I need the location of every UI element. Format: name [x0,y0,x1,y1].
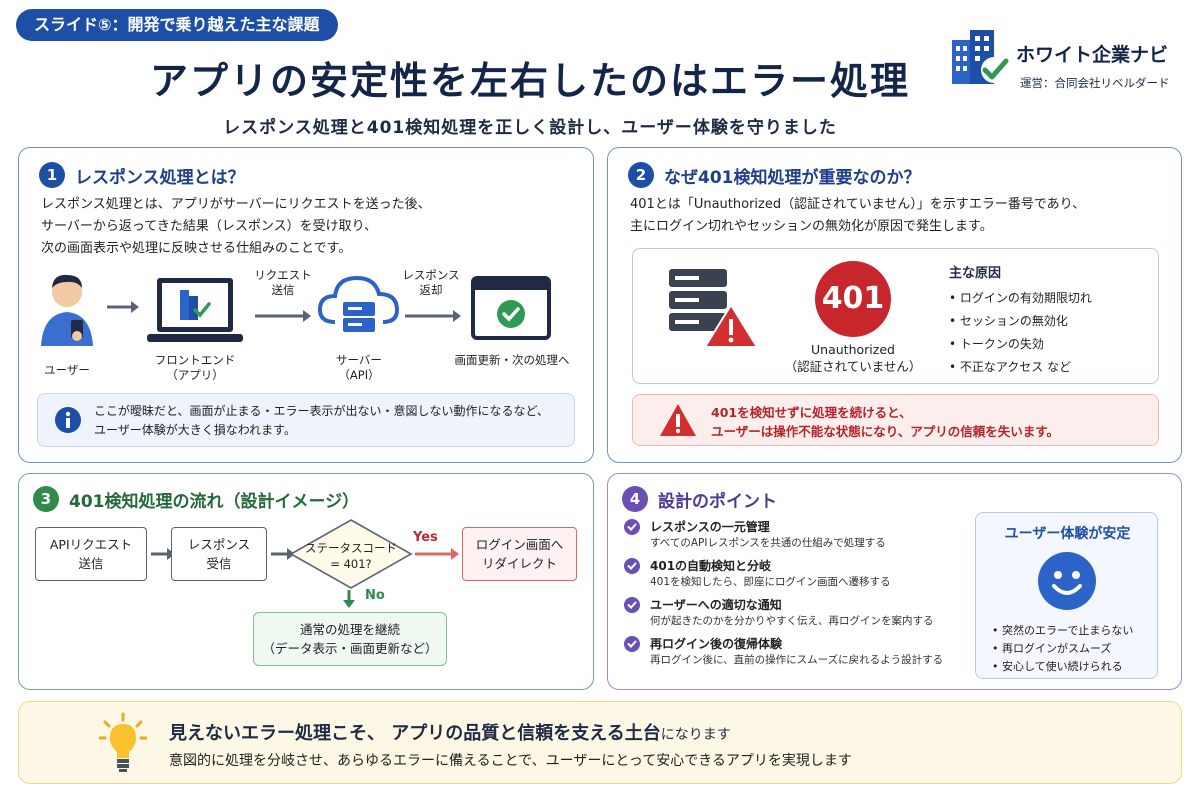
ux-item: • 突然のエラーで止まらない [992,624,1134,637]
cause-item: • 不正なアクセス など [949,360,1072,374]
laptop-icon [147,278,243,342]
frontend-label: フロントエンド（アプリ） [154,353,236,382]
flow-step-continue: 通常の処理を継続（データ表示・画面更新など） [253,612,447,666]
user-label: ユーザー [44,363,90,377]
warning-icon [660,404,696,436]
error-401-badge: 401 [815,261,891,337]
key-message-main: 見えないエラー処理こそ、 アプリの品質と信頼を支える土台になります [169,723,731,744]
arrow-icon [415,548,459,560]
section-description: レスポンス処理とは、アプリがサーバーにリクエストを送った後、 サーバーから返って… [41,197,431,256]
section-number: 1 [39,162,65,188]
ux-item: • 安心して使い続けられる [992,660,1123,673]
lightbulb-icon [99,712,147,772]
section-title: レスポンス処理とは？ [75,167,245,188]
arrow-icon [255,310,311,322]
key-message: 見えないエラー処理こそ、 アプリの品質と信頼を支える土台になります 意図的に処理… [18,701,1182,784]
unauthorized-caption: Unauthorized（認証されていません） [784,342,922,374]
flow-step-login-redirect: ログイン画面へリダイレクト [462,527,577,581]
ux-title: ユーザー体験が安定 [1004,526,1131,542]
section-header: 2 なぜ401検知処理が重要なのか？ [628,162,921,188]
cause-box: 401 Unauthorized（認証されていません） 主な原因 • ログインの… [632,248,1159,384]
section-number: 4 [622,486,648,512]
section-title: なぜ401検知処理が重要なのか？ [664,167,921,188]
brand-name: ホワイト企業ナビ [1016,44,1169,66]
section-401-importance: 2 なぜ401検知処理が重要なのか？ 401とは「Unauthorized（認証… [607,147,1182,463]
arrow-icon [107,301,139,313]
section-header: 4 設計のポイント [622,486,777,512]
brand: ホワイト企業ナビ 運営：合同会社リベルダード [948,22,1188,102]
check-circle-icon [624,519,640,535]
page-subtitle: レスポンス処理と401検知処理を正しく設計し、ユーザー体験を守りました [223,118,837,138]
decision-label: ステータスコード= 401? [305,541,397,571]
key-message-sub: 意図的に処理を分岐させ、あらゆるエラーに備えることで、ユーザーにとって安心できる… [169,753,852,769]
info-note: ここが曖昧だと、画面が止まる・エラー表示が出ない・意図しない動作になるなど、ユー… [37,393,575,447]
brand-operator: 運営：合同会社リベルダード [1020,76,1170,90]
section-title: 設計のポイント [658,491,777,512]
brand-logo-icon [952,30,1009,84]
section-design-points: 4 設計のポイント レスポンスの一元管理 すべてのAPIレスポンスを共通の仕組み… [607,473,1182,690]
flow-step-api-request: APIリクエスト送信 [35,527,147,581]
decision-diamond [289,519,413,589]
yes-label: Yes [413,530,438,545]
section-401-flow: 3 401検知処理の流れ（設計イメージ） APIリクエスト送信 レスポンス受信 … [18,473,594,690]
section-number: 3 [33,486,59,512]
flow-step-response-received: レスポンス受信 [171,527,267,581]
no-label: No [365,588,385,603]
browser-check-icon [471,276,551,340]
section-number: 2 [628,162,654,188]
next-process-label: 画面更新・次の処理へ [454,353,570,367]
section-header: 1 レスポンス処理とは？ [39,162,245,188]
ux-stable-box: ユーザー体験が安定 • 突然のエラーで止まらない • 再ログインがスムーズ • … [975,512,1158,679]
cloud-server-icon [317,275,400,332]
ux-item: • 再ログインがスムーズ [992,642,1112,655]
info-icon [55,407,81,433]
arrow-icon [405,310,461,322]
page-title: アプリの安定性を左右したのはエラー処理 [149,59,910,103]
causes-title: 主な原因 [949,266,1002,281]
check-circle-icon [624,558,640,574]
check-circle-icon [624,636,640,652]
smiley-icon [1038,552,1096,610]
response-label: レスポンス返却 [402,268,460,297]
server-label: サーバー（API） [336,353,382,382]
section-description: 401とは「Unauthorized（認証されていません）」を示すエラー番号であ… [630,197,1086,234]
arrow-down-icon [343,590,355,608]
section-title: 401検知処理の流れ（設計イメージ） [69,491,360,512]
section-header: 3 401検知処理の流れ（設計イメージ） [33,486,359,512]
user-icon [41,274,93,346]
warning-note: 401を検知せずに処理を続けると、ユーザーは操作不能な状態になり、アプリの信頼を… [632,394,1159,446]
cause-item: • セッションの無効化 [949,314,1068,328]
slide-tag: スライド⑤：開発で乗り越えた主な課題 [16,9,338,41]
section-response-handling: 1 レスポンス処理とは？ レスポンス処理とは、アプリがサーバーにリクエストを送っ… [18,147,594,463]
request-label: リクエスト送信 [254,268,312,297]
cause-item: • ログインの有効期限切れ [949,291,1092,305]
cause-item: • トークンの失効 [949,337,1044,351]
server-warning-icon [669,269,759,348]
check-circle-icon [624,597,640,613]
